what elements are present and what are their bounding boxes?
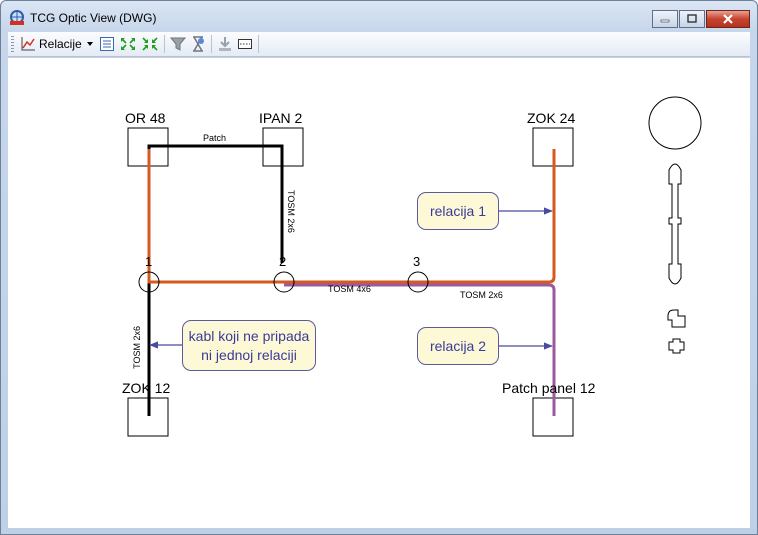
junction-3-label: 3 [413, 254, 421, 269]
node-label-or48: OR 48 [125, 110, 166, 126]
collapse-arrows-icon [142, 37, 158, 51]
toolbar-separator [210, 35, 212, 53]
toolbar: Relacije [8, 32, 750, 57]
relacije-label: Relacije [39, 37, 82, 51]
diagram-graphics [127, 96, 702, 437]
hourglass-button[interactable] [188, 34, 208, 54]
junction-2-label: 2 [279, 254, 287, 269]
callout-unassigned-line1: kabl koji ne pripada [188, 327, 310, 344]
toolbar-grip[interactable] [11, 36, 14, 52]
junction-2-circle[interactable] [273, 271, 295, 293]
maximize-button[interactable] [679, 10, 705, 28]
zoom-extents-button[interactable] [117, 34, 139, 54]
callout-unassigned-line2: ni jednoj relaciji [201, 346, 297, 363]
legend-vertical-bar-shape[interactable] [668, 163, 682, 285]
legend-tab-shape[interactable] [667, 309, 686, 328]
window-title: TCG Optic View (DWG) [30, 11, 157, 25]
cable-relacija-2[interactable] [284, 283, 556, 416]
filter-button[interactable] [168, 34, 188, 54]
node-label-ipan2: IPAN 2 [259, 110, 303, 126]
cable-label-tosm-2x6-right: TOSM 2x6 [460, 290, 503, 300]
relacije-dropdown-button[interactable]: Relacije [18, 34, 97, 54]
close-button[interactable] [706, 10, 750, 28]
download-arrow-icon [218, 37, 231, 51]
cable-label-tosm-4x6: TOSM 4x6 [328, 284, 371, 294]
tcg-app-icon [9, 10, 25, 26]
hourglass-icon [192, 36, 204, 52]
filter-icon [169, 37, 186, 51]
toolbar-separator [163, 35, 165, 53]
page-setup-icon [237, 39, 252, 49]
callout-unassigned-cable: kabl koji ne pripada ni jednoj relaciji [182, 320, 316, 371]
list-view-button[interactable] [97, 34, 117, 54]
cable-relacija-1[interactable] [147, 149, 556, 284]
toolbar-separator [257, 35, 259, 53]
export-button[interactable] [215, 34, 235, 54]
close-icon [723, 14, 733, 24]
cable-label-tosm-2x6-left: TOSM 2x6 [132, 326, 142, 369]
callout-relacija-2: relacija 2 [417, 327, 499, 365]
window-controls [652, 10, 750, 28]
relations-chart-icon [21, 37, 35, 51]
callout-relacija-2-text: relacija 2 [429, 337, 487, 354]
title-bar: TCG Optic View (DWG) [1, 1, 757, 31]
cable-label-tosm-2x6-ipan: TOSM 2x6 [286, 190, 296, 233]
expand-arrows-icon [120, 38, 135, 50]
page-setup-button[interactable] [235, 34, 255, 54]
junction-1-circle[interactable] [138, 271, 160, 293]
list-icon [99, 37, 114, 51]
legend-plus-shape[interactable] [668, 338, 685, 354]
cable-label-patch: Patch [203, 133, 227, 143]
minimize-icon [660, 19, 670, 23]
junction-1-label: 1 [145, 254, 153, 269]
drawing-canvas[interactable]: OR 48 IPAN 2 ZOK 24 ZOK 12 Patch panel 1… [8, 57, 750, 528]
node-label-patch-panel: Patch panel 12 [502, 380, 596, 396]
node-label-zok12: ZOK 12 [122, 380, 171, 396]
maximize-icon [687, 14, 697, 23]
callout-relacija-1: relacija 1 [417, 192, 499, 230]
node-label-zok24: ZOK 24 [527, 110, 576, 126]
minimize-button[interactable] [652, 10, 678, 28]
zoom-fit-button[interactable] [139, 34, 161, 54]
callout-relacija-1-text: relacija 1 [429, 202, 487, 219]
dropdown-arrow-icon [86, 42, 93, 46]
junction-3-circle[interactable] [407, 271, 429, 293]
legend-circle-shape[interactable] [648, 96, 702, 150]
cable-patch-black[interactable] [147, 144, 284, 263]
